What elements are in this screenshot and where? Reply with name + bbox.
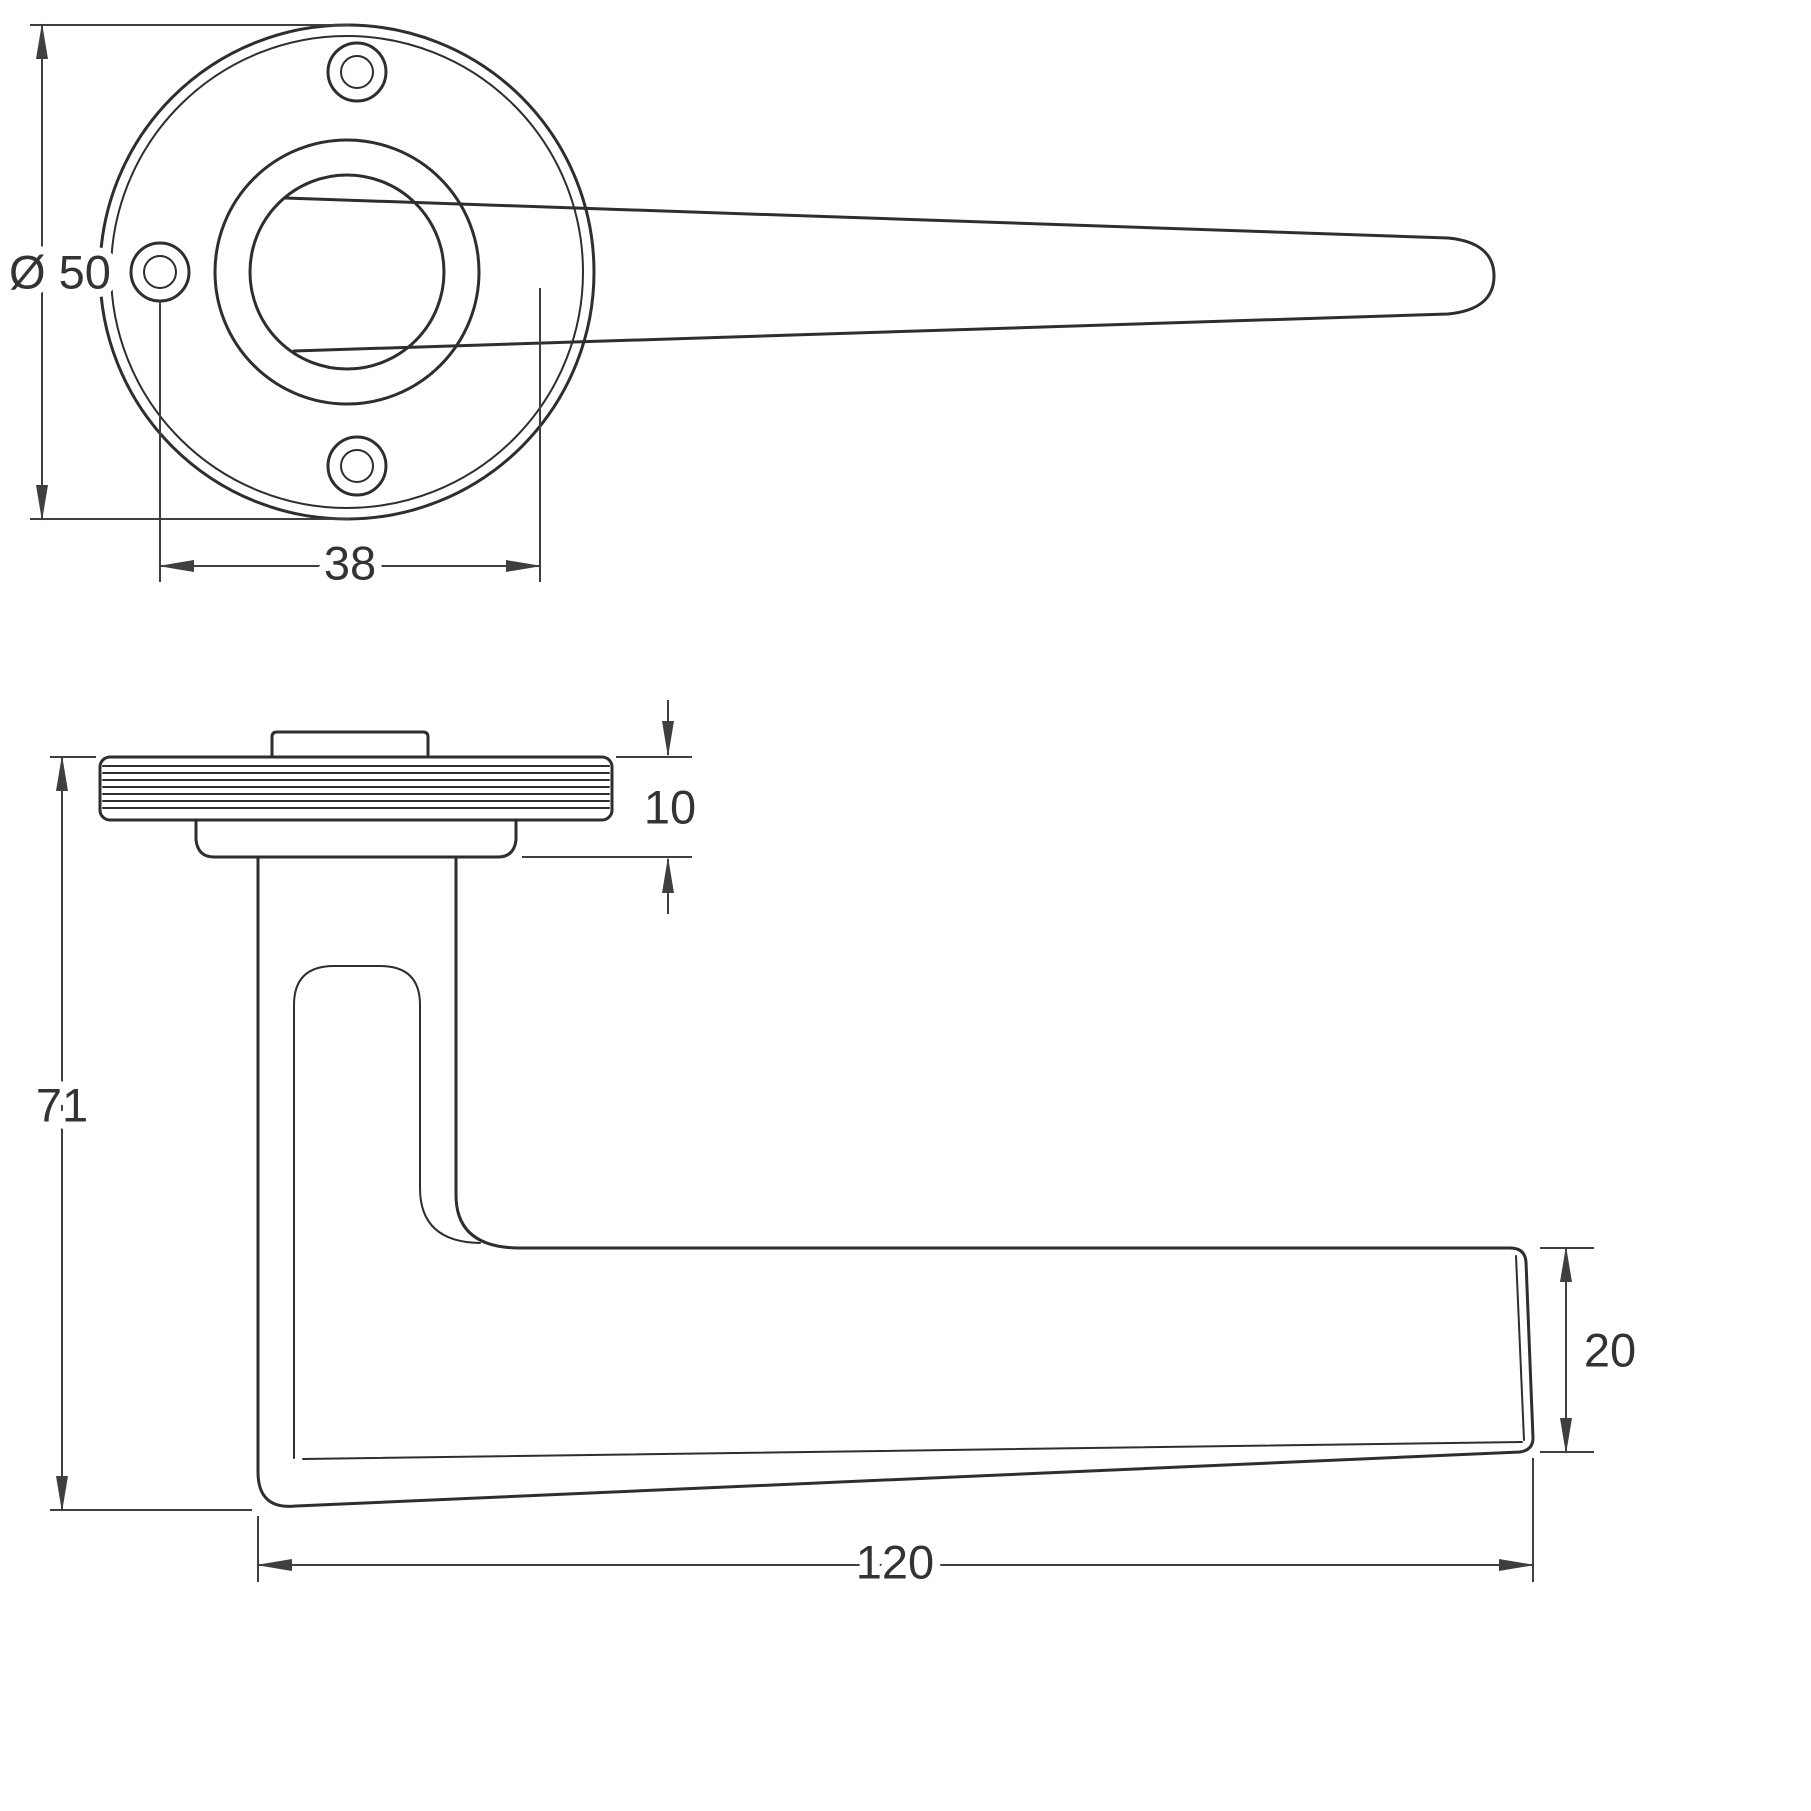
dim-label-overall-projection: 71 bbox=[36, 1079, 88, 1132]
hub-circle bbox=[248, 173, 446, 371]
collar-profile bbox=[194, 818, 518, 859]
dim-label-rose-diameter: Ø 50 bbox=[9, 246, 111, 299]
lever-plan-outline bbox=[283, 196, 1496, 353]
dimension-rose-depth: 10 bbox=[522, 700, 704, 914]
screw-hole-left bbox=[129, 241, 191, 303]
handle-profile-outline bbox=[256, 855, 1535, 1508]
side-view-rose-and-lever bbox=[98, 730, 1535, 1508]
dimension-lever-end-height: 20 bbox=[1540, 1246, 1644, 1454]
dim-label-rose-depth: 10 bbox=[644, 781, 696, 834]
collar-circle bbox=[213, 138, 481, 406]
dimension-rose-diameter: Ø 50 bbox=[1, 23, 350, 521]
tip-chamfer-line bbox=[1515, 1255, 1525, 1441]
grip-face-contour bbox=[293, 965, 481, 1459]
dimension-fixing-centres: 38 bbox=[158, 288, 542, 598]
dim-label-fixing-centres: 38 bbox=[324, 537, 376, 590]
front-view-rose-and-lever bbox=[98, 23, 1496, 521]
dim-label-lever-length: 120 bbox=[856, 1536, 934, 1589]
dim-label-lever-end-height: 20 bbox=[1584, 1324, 1636, 1377]
rose-rib-lines bbox=[102, 765, 610, 809]
bottom-chamfer-line bbox=[302, 1441, 1523, 1460]
rose-profile bbox=[98, 755, 614, 822]
rose-inner-rim-circle bbox=[110, 35, 584, 509]
screw-hole-bottom bbox=[326, 435, 388, 497]
spindle-boss bbox=[270, 730, 430, 759]
dimension-lever-length: 120 bbox=[256, 1458, 1535, 1597]
dimension-overall-projection: 71 bbox=[28, 755, 252, 1512]
screw-hole-top bbox=[326, 41, 388, 103]
